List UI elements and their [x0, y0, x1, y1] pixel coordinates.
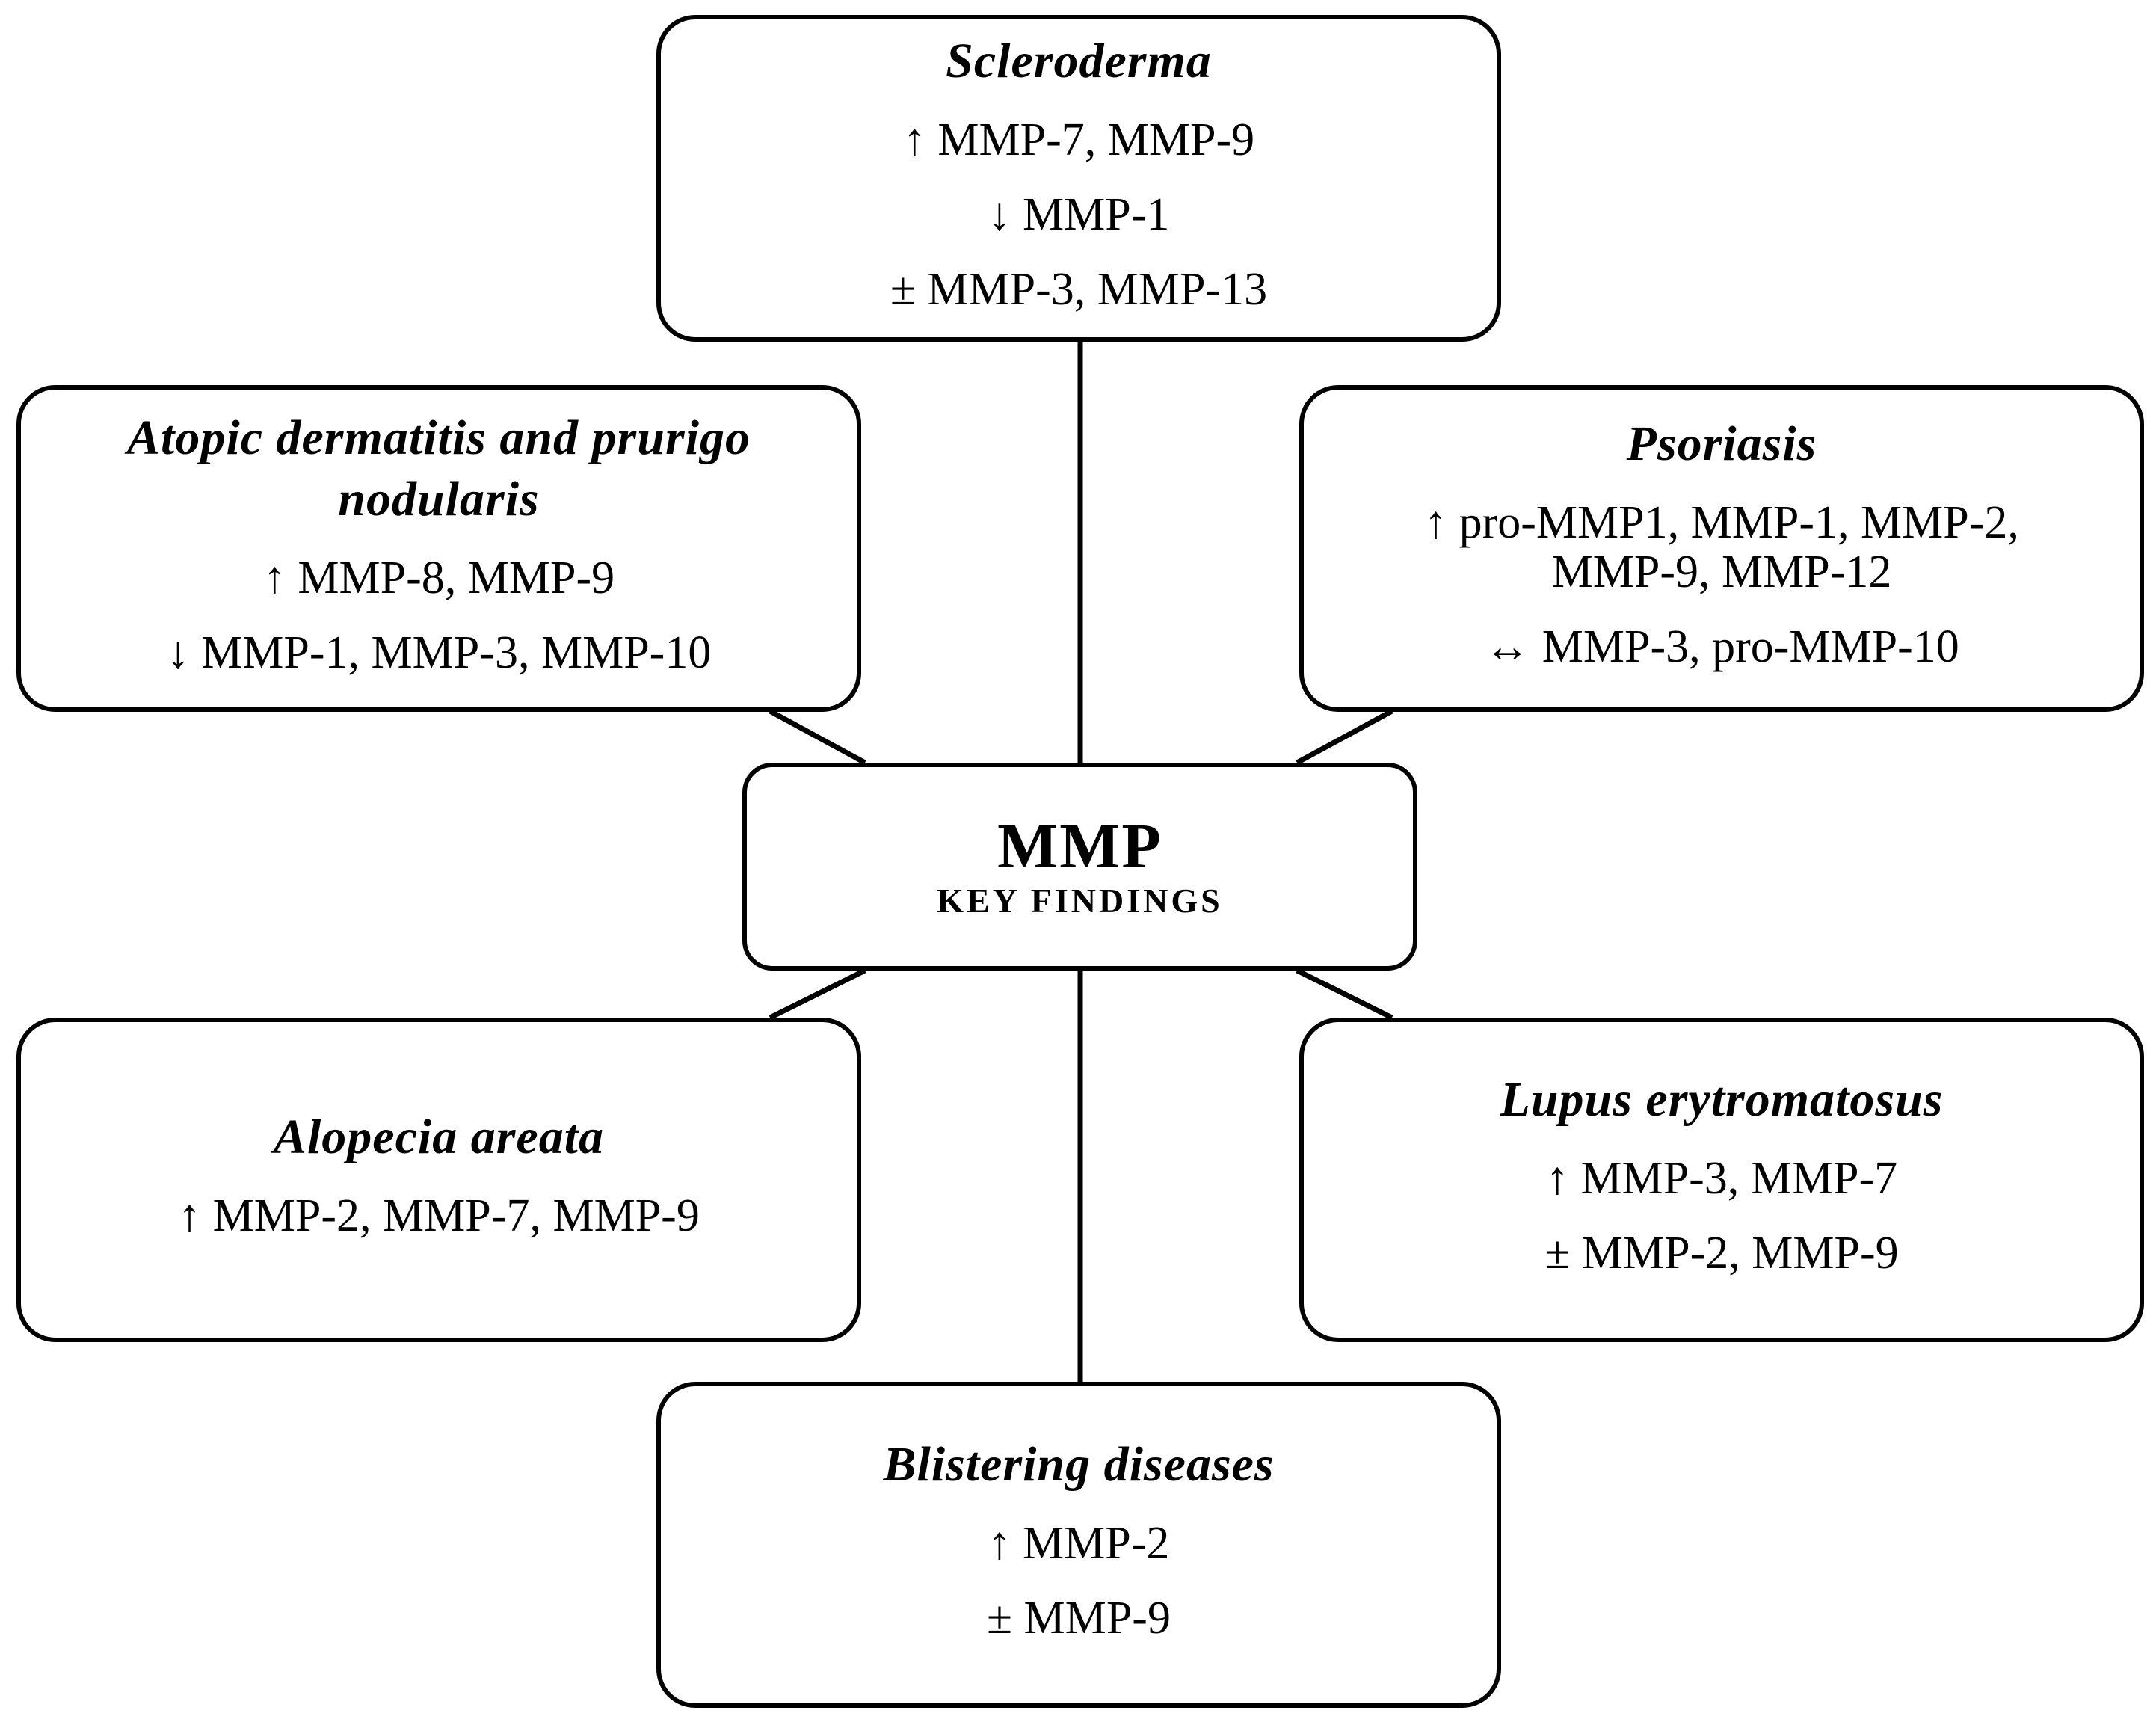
atopic-dermatitis-box: Atopic dermatitis and prurigo nodularis … [16, 385, 861, 712]
connector-lupus [1296, 968, 1393, 1021]
atopic-title-line1: Atopic dermatitis and prurigo [127, 410, 751, 465]
blistering-diseases-box: Blistering diseases ↑ MMP-2 ± MMP-9 [656, 1382, 1501, 1708]
atopic-title-line2: nodularis [338, 471, 540, 526]
psoriasis-finding-unchanged: ↔ MMP-3, pro-MMP-10 [1484, 621, 1959, 672]
psoriasis-finding-up-line1: ↑ pro-MMP1, MMP-1, MMP-2, [1424, 496, 2019, 548]
psoriasis-box: Psoriasis ↑ pro-MMP1, MMP-1, MMP-2, MMP-… [1299, 385, 2144, 712]
blistering-finding: ± MMP-9 [987, 1593, 1171, 1643]
center-title: MMP [997, 810, 1162, 882]
psoriasis-finding-up-line2: MMP-9, MMP-12 [1551, 546, 1892, 597]
scleroderma-finding: ± MMP-3, MMP-13 [890, 263, 1268, 315]
lupus-finding: ± MMP-2, MMP-9 [1544, 1228, 1899, 1279]
mmp-key-findings-box: MMP KEY FINDINGS [742, 763, 1417, 971]
alopecia-title: Alopecia areata [273, 1110, 605, 1164]
scleroderma-finding: ↑ MMP-7, MMP-9 [902, 114, 1255, 165]
alopecia-areata-box: Alopecia areata ↑ MMP-2, MMP-7, MMP-9 [16, 1018, 861, 1342]
scleroderma-title: Scleroderma [946, 33, 1212, 88]
scleroderma-finding: ↓ MMP-1 [988, 188, 1170, 240]
alopecia-finding: ↑ MMP-2, MMP-7, MMP-9 [178, 1190, 700, 1241]
atopic-finding: ↓ MMP-1, MMP-3, MMP-10 [166, 627, 712, 678]
atopic-dermatitis-title: Atopic dermatitis and prurigo nodularis [127, 408, 751, 530]
lupus-title: Lupus erytromatosus [1500, 1072, 1944, 1127]
atopic-finding: ↑ MMP-8, MMP-9 [262, 552, 615, 603]
blistering-title: Blistering diseases [883, 1437, 1275, 1492]
lupus-finding: ↑ MMP-3, MMP-7 [1545, 1153, 1898, 1204]
connector-atopic [769, 708, 866, 766]
lupus-box: Lupus erytromatosus ↑ MMP-3, MMP-7 ± MMP… [1299, 1018, 2144, 1342]
center-subtitle: KEY FINDINGS [937, 882, 1223, 920]
connector-psoriasis [1296, 708, 1393, 766]
blistering-finding: ↑ MMP-2 [988, 1518, 1170, 1569]
scleroderma-box: Scleroderma ↑ MMP-7, MMP-9 ↓ MMP-1 ± MMP… [656, 15, 1501, 342]
psoriasis-title: Psoriasis [1626, 416, 1817, 471]
connector-alopecia [769, 968, 866, 1021]
psoriasis-finding-up: ↑ pro-MMP1, MMP-1, MMP-2, MMP-9, MMP-12 [1424, 498, 2019, 597]
